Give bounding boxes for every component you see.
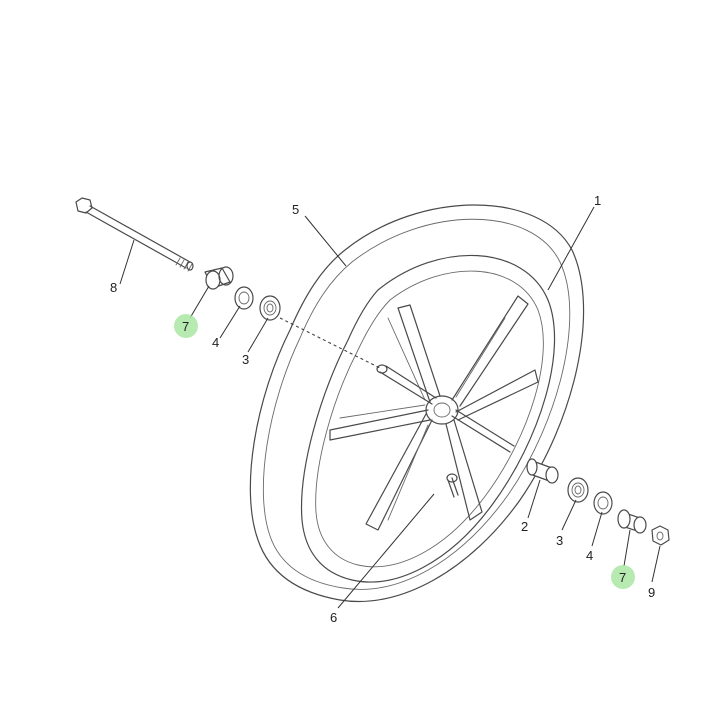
axle bbox=[75, 197, 194, 272]
collar-right bbox=[617, 509, 647, 534]
oil-seal-right bbox=[593, 491, 613, 515]
oil-seal-left bbox=[234, 286, 254, 310]
spacer bbox=[526, 458, 559, 484]
callout-4-right: 4 bbox=[586, 548, 593, 563]
valve-stem bbox=[446, 473, 459, 498]
callout-2: 2 bbox=[521, 519, 528, 534]
callout-6: 6 bbox=[330, 610, 337, 625]
callout-9: 9 bbox=[648, 585, 655, 600]
wheel-rim bbox=[329, 295, 539, 531]
callout-7-right: 7 bbox=[619, 570, 626, 585]
axis-line bbox=[279, 317, 381, 369]
callout-4-left: 4 bbox=[212, 335, 219, 350]
callout-5: 5 bbox=[292, 202, 299, 217]
callout-7-left: 7 bbox=[182, 319, 189, 334]
callout-3-right: 3 bbox=[556, 533, 563, 548]
tire bbox=[249, 204, 585, 603]
callout-3-left: 3 bbox=[242, 352, 249, 367]
callout-labels: 1 5 8 7 4 3 2 3 4 7 9 6 bbox=[110, 193, 655, 625]
callout-highlight-left bbox=[174, 314, 198, 338]
axle-nut bbox=[651, 525, 670, 546]
callout-1: 1 bbox=[594, 193, 601, 208]
callout-8: 8 bbox=[110, 280, 117, 295]
callout-highlight-right bbox=[611, 565, 635, 589]
bearing-left bbox=[259, 295, 281, 321]
spokes bbox=[329, 295, 539, 531]
leader-lines bbox=[119, 206, 661, 609]
bearing-right bbox=[567, 477, 589, 503]
collar-left bbox=[204, 266, 234, 290]
